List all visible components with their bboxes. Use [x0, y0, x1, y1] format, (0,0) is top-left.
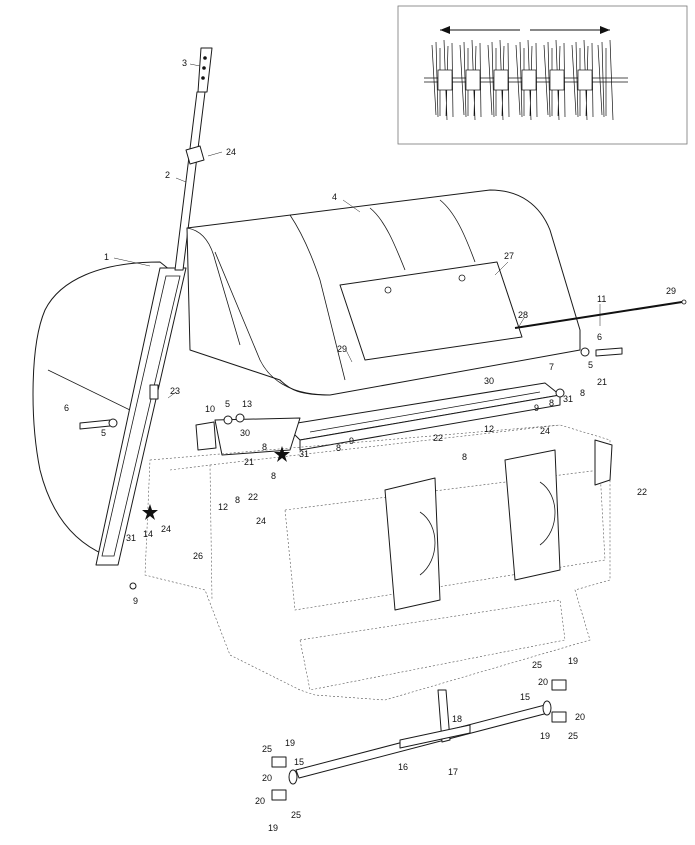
cross-beam: [284, 382, 561, 451]
callout-2: 2: [165, 170, 170, 180]
leader-lines: [113, 63, 601, 399]
callout-25: 25: [262, 744, 272, 754]
callout-17: 17: [448, 767, 458, 777]
callout-5: 5: [101, 428, 106, 438]
fasteners: [79, 347, 623, 801]
callout-19: 19: [568, 656, 578, 666]
callout-24: 24: [540, 426, 550, 436]
callout-30: 30: [484, 376, 494, 386]
mounting-plate: [195, 417, 301, 456]
callout-28: 28: [518, 310, 528, 320]
callout-8: 8: [462, 452, 467, 462]
callout-8: 8: [271, 471, 276, 481]
callout-15: 15: [520, 692, 530, 702]
callout-31: 31: [563, 394, 573, 404]
callout-26: 26: [193, 551, 203, 561]
handle-rod: [174, 47, 213, 271]
callout-10: 10: [205, 404, 215, 414]
callout-23: 23: [170, 386, 180, 396]
callout-20: 20: [538, 677, 548, 687]
callout-3: 3: [182, 58, 187, 68]
brush-detail-inset: [397, 5, 688, 145]
chassis: [144, 424, 613, 701]
callout-13: 13: [242, 399, 252, 409]
callout-30: 30: [240, 428, 250, 438]
tie-rod: [514, 299, 687, 329]
callout-29: 29: [337, 344, 347, 354]
callout-25: 25: [568, 731, 578, 741]
callout-12: 12: [218, 502, 228, 512]
callout-20: 20: [575, 712, 585, 722]
callout-20: 20: [262, 773, 272, 783]
callout-1: 1: [104, 252, 109, 262]
hood: [186, 189, 581, 396]
callout-5: 5: [588, 360, 593, 370]
side-frame: [95, 267, 187, 566]
callout-9: 9: [349, 436, 354, 446]
callout-24: 24: [256, 516, 266, 526]
callout-19: 19: [285, 738, 295, 748]
callout-6: 6: [597, 332, 602, 342]
callout-24: 24: [161, 524, 171, 534]
callout-24: 24: [226, 147, 236, 157]
callout-27: 27: [504, 251, 514, 261]
callout-8: 8: [336, 443, 341, 453]
callout-11: 11: [597, 294, 606, 304]
callout-5: 5: [225, 399, 230, 409]
callout-20: 20: [255, 796, 265, 806]
callout-7: 7: [549, 362, 554, 372]
double-arrow-icon: [440, 26, 610, 34]
callout-4: 4: [332, 192, 337, 202]
callout-22: 22: [433, 433, 443, 443]
callout-12: 12: [484, 424, 494, 434]
callout-18: 18: [452, 714, 462, 724]
side-cover: [32, 261, 171, 556]
callout-9: 9: [133, 596, 138, 606]
star-icon: [142, 504, 158, 520]
callout-22: 22: [637, 487, 647, 497]
callout-31: 31: [299, 449, 309, 459]
callout-16: 16: [398, 762, 408, 772]
callout-8: 8: [549, 398, 554, 408]
roller-shaft: [288, 689, 552, 785]
callout-25: 25: [532, 660, 542, 670]
brush-bristles: [424, 39, 628, 121]
callout-21: 21: [597, 377, 607, 387]
callout-19: 19: [540, 731, 550, 741]
callout-19: 19: [268, 823, 278, 833]
callout-29: 29: [666, 286, 676, 296]
callout-8: 8: [235, 495, 240, 505]
callout-8: 8: [580, 388, 585, 398]
callouts: 3 24 2 4 1 27 29 11 28 6 29 5 7 30 21 23…: [64, 58, 676, 833]
callout-8: 8: [262, 442, 267, 452]
callout-15: 15: [294, 757, 304, 767]
callout-9: 9: [534, 403, 539, 413]
callout-14: 14: [143, 529, 153, 539]
callout-21: 21: [244, 457, 254, 467]
callout-25: 25: [291, 810, 301, 820]
callout-22: 22: [248, 492, 258, 502]
callout-31: 31: [126, 533, 136, 543]
callout-6: 6: [64, 403, 69, 413]
star-icon: [274, 446, 290, 462]
